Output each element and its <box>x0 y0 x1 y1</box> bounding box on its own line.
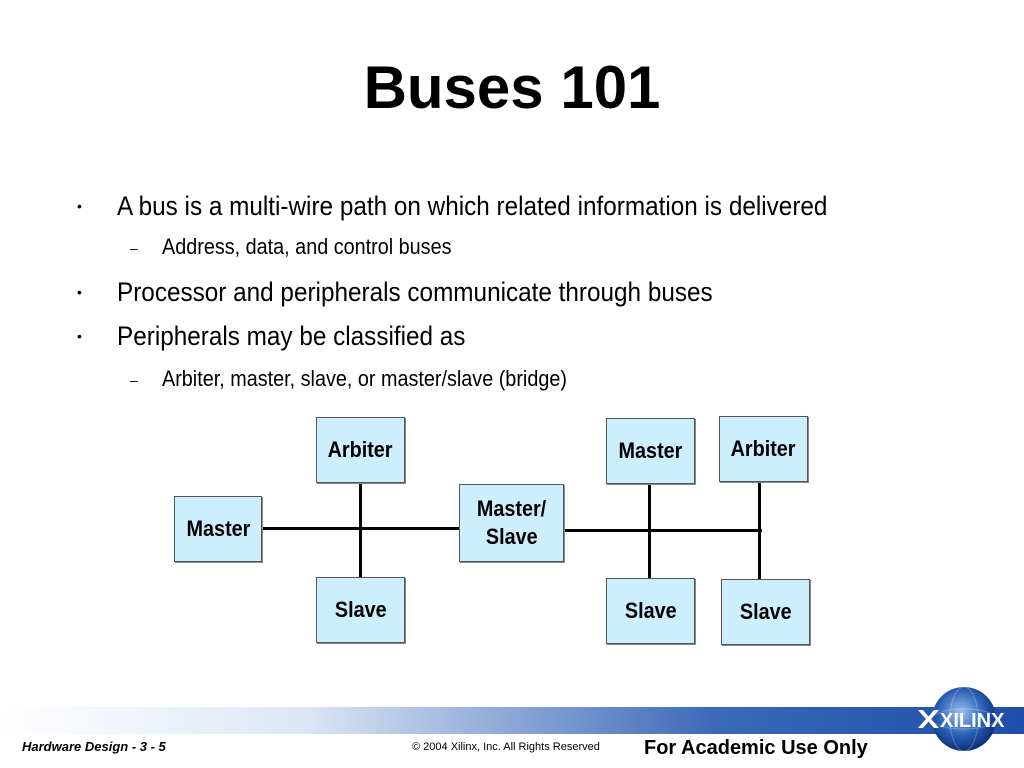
bullet-item: • A bus is a multi-wire path on which re… <box>77 190 906 222</box>
bullet-text: Peripherals may be classified as <box>117 321 466 351</box>
slave-node-left: Slave <box>316 577 405 643</box>
node-label: Arbiter <box>731 436 796 461</box>
slide-title: Buses 101 <box>363 54 661 121</box>
node-label: Master <box>618 438 683 463</box>
bullet-marker: • <box>77 328 82 344</box>
left-arbiter-slave-line <box>359 482 362 578</box>
sub-bullet-marker: – <box>130 240 138 256</box>
bullet-list: • A bus is a multi-wire path on which re… <box>77 190 906 393</box>
logo-text: XILINX <box>940 710 1005 732</box>
node-label: Slave <box>624 598 677 623</box>
sub-bullet-item: – Arbiter, master, slave, or master/slav… <box>130 365 612 393</box>
footer-course-label: Hardware Design - 3 - 5 <box>22 739 166 754</box>
sub-bullet-item: – Address, data, and control buses <box>130 233 484 261</box>
bullet-text: Processor and peripherals communicate th… <box>117 277 713 307</box>
arbiter-node-left: Arbiter <box>316 417 405 483</box>
master-node-left: Master <box>174 496 262 562</box>
bullet-marker: • <box>77 198 82 214</box>
globe-logo-icon: XILINX <box>918 686 1005 752</box>
node-label: Master <box>186 516 250 541</box>
node-label-line1: Master/ <box>476 496 547 521</box>
footer-copyright: © 2004 Xilinx, Inc. All Rights Reserved <box>412 741 600 753</box>
node-label: Slave <box>334 597 387 622</box>
footer-usage-note: For Academic Use Only <box>644 737 868 759</box>
right-bus-line <box>563 529 762 532</box>
node-label: Arbiter <box>328 437 393 462</box>
arbiter-node-right: Arbiter <box>719 416 808 482</box>
right-master-slave-line <box>648 483 651 579</box>
node-label-line2: Slave <box>485 524 538 549</box>
sub-bullet-text: Arbiter, master, slave, or master/slave … <box>162 366 567 391</box>
bullet-item: • Processor and peripherals communicate … <box>77 276 779 308</box>
bullet-item: • Peripherals may be classified as <box>77 320 504 352</box>
sub-bullet-text: Address, data, and control buses <box>162 234 452 259</box>
right-arbiter-slave-line <box>758 481 761 580</box>
left-bus-line <box>262 527 460 530</box>
sub-bullet-marker: – <box>130 372 138 388</box>
bullet-text: A bus is a multi-wire path on which rela… <box>117 191 828 221</box>
master-node-right: Master <box>606 418 695 484</box>
node-label: Slave <box>739 599 792 624</box>
bullet-marker: • <box>77 284 82 300</box>
xilinx-logo: XILINX <box>912 684 1008 754</box>
slave-node-far-right: Slave <box>721 579 810 645</box>
master-slave-bridge-node: Master/ Slave <box>459 484 564 562</box>
footer-band <box>0 707 1024 734</box>
slave-node-mid-right: Slave <box>606 578 695 644</box>
